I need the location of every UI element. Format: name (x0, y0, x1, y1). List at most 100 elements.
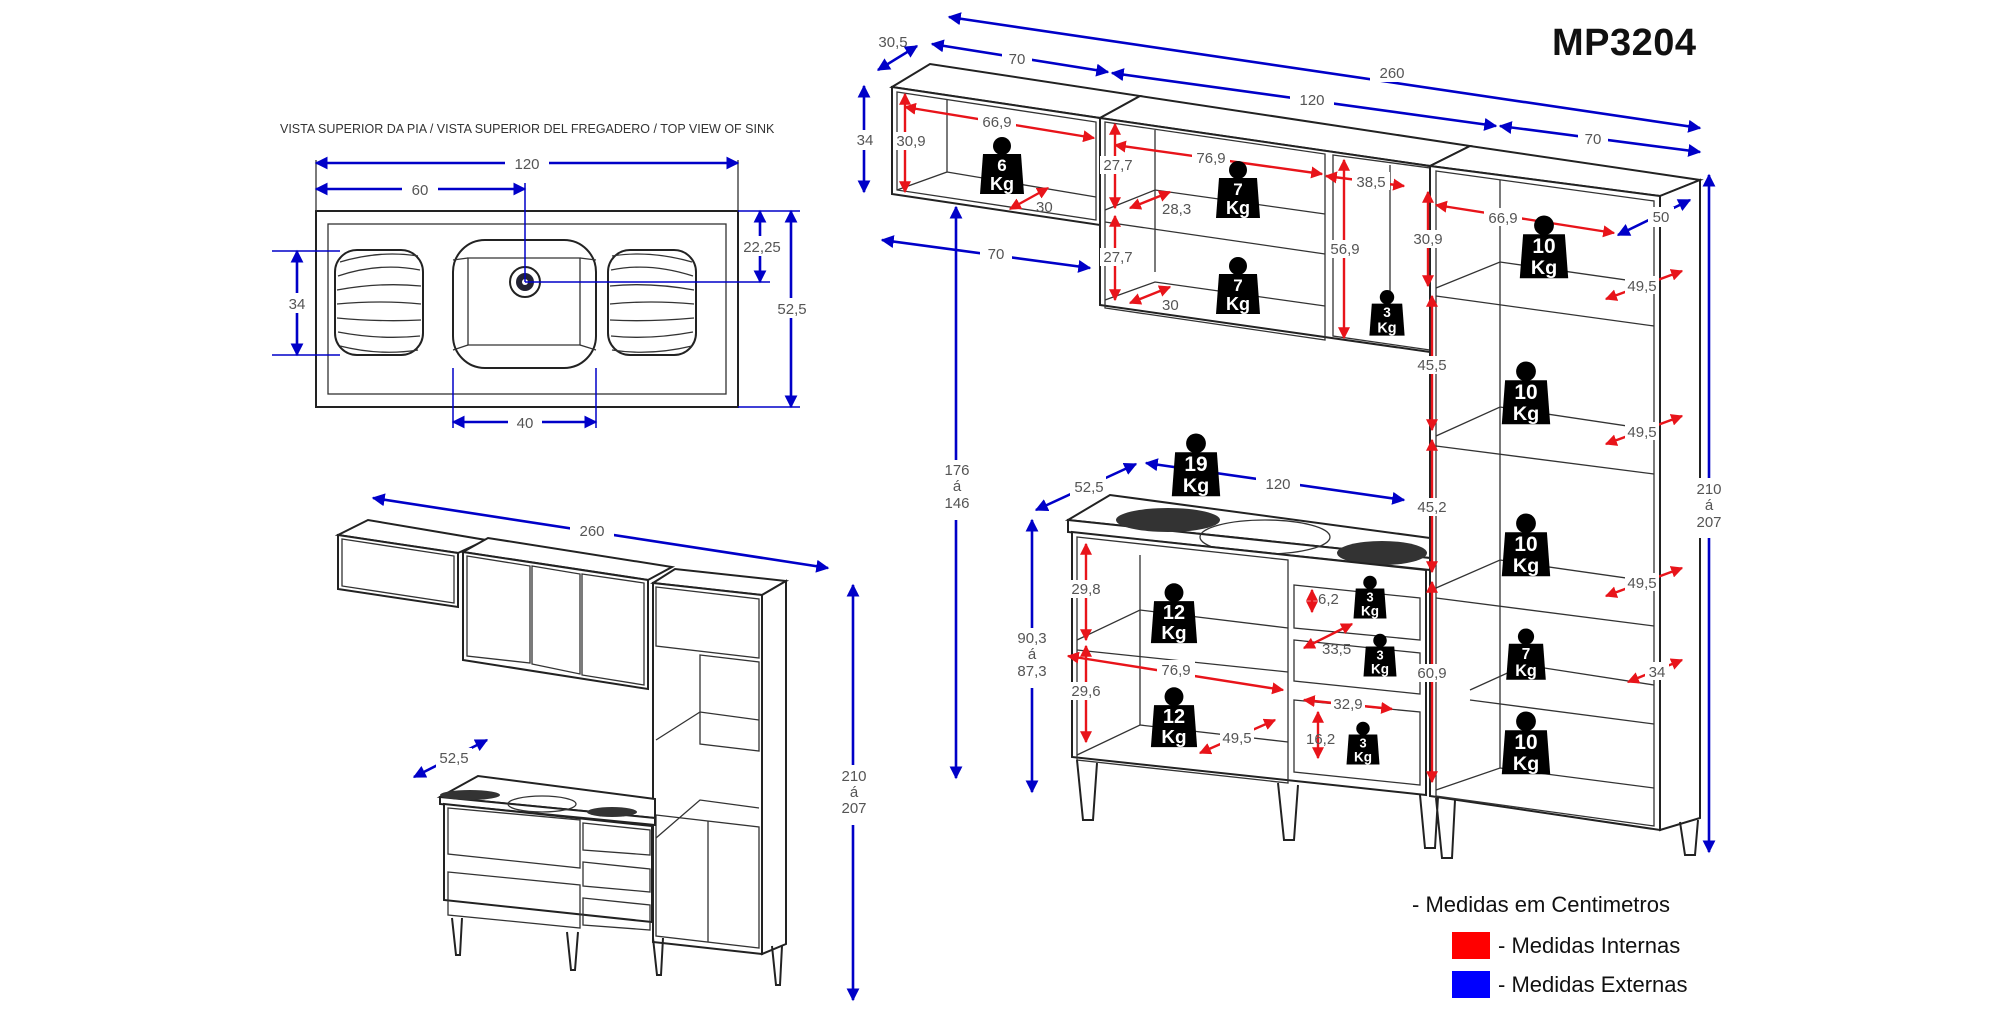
weight-unit: Kg (1531, 257, 1557, 279)
tw-depth-3-label: 49,5 (1627, 575, 1656, 592)
upper-left-bottom-width-label: 70 (988, 246, 1005, 263)
weight-unit: Kg (990, 174, 1014, 194)
weight-unit: Kg (1513, 403, 1539, 425)
um-depth-top-label: 28,3 (1162, 201, 1191, 218)
tw-height-4-label: 60,9 (1417, 665, 1446, 682)
base-height-label-3: 87,3 (1017, 663, 1046, 680)
weight-unit: Kg (1371, 662, 1389, 677)
weight-unit: Kg (1226, 198, 1250, 218)
um-depth-bottom-label: 30 (1162, 297, 1179, 314)
weight-value: 19 (1184, 453, 1207, 476)
weight-icon: 3Kg (1346, 721, 1380, 765)
tw-depth-2-label: 49,5 (1627, 424, 1656, 441)
legend-label-external: - Medidas Externas (1498, 971, 1688, 997)
sink-width-label-tech: 120 (1265, 476, 1290, 493)
total-width-label: 260 (1379, 65, 1404, 82)
sink-depth-label: 52,5 (777, 301, 806, 318)
tower-height-label-2: á (1705, 497, 1714, 514)
tower-height-label-1: 210 (1696, 481, 1721, 498)
weight-icon: 3Kg (1363, 633, 1397, 677)
um-right-height-label: 56,9 (1330, 241, 1359, 258)
drain-from-back-label: 22,25 (743, 239, 781, 256)
weight-icon: 7Kg (1506, 628, 1546, 680)
persp-height-label-3: 207 (841, 800, 866, 817)
legend-item-external: - Medidas Externas (1452, 971, 1688, 998)
legend-item-internal: - Medidas Internas (1452, 932, 1688, 959)
ul-height-label: 30,9 (896, 133, 925, 150)
sink-top-view-title: VISTA SUPERIOR DA PIA / VISTA SUPERIOR D… (280, 122, 775, 136)
ul-width-label: 66,9 (982, 114, 1011, 131)
sink-basin-width-label: 40 (517, 415, 534, 432)
legend-units-note: - Medidas em Centimetros (1412, 892, 1670, 917)
um-right-width-label: 38,5 (1356, 174, 1385, 191)
um-height-top-label: 27,7 (1103, 157, 1132, 174)
weight-icon: 3Kg (1353, 575, 1387, 619)
tower-height-label-3: 207 (1696, 514, 1721, 531)
tw-height-2-label: 45,5 (1417, 357, 1446, 374)
base-height-bottom-label: 29,6 (1071, 683, 1100, 700)
drawer-depth-label: 33,5 (1322, 641, 1351, 658)
weight-value: 6 (997, 156, 1006, 175)
weight-icon: 7Kg (1216, 257, 1260, 314)
weight-value: 12 (1163, 602, 1185, 624)
weight-value: 10 (1514, 381, 1537, 404)
ul-depth-label: 30 (1036, 199, 1053, 216)
upper-mid-width-label: 120 (1299, 92, 1324, 109)
tw-depth-1-label: 49,5 (1627, 278, 1656, 295)
drawer-height-top-label: 6,2 (1318, 591, 1339, 608)
weight-unit: Kg (1161, 727, 1186, 748)
base-height-label-2: á (1028, 646, 1037, 663)
persp-height-label-1: 210 (841, 768, 866, 785)
tw-width-label: 66,9 (1488, 210, 1517, 227)
weight-unit: Kg (1513, 555, 1539, 577)
sink-top-view: 120 60 40 34 22,25 52,5 (272, 153, 809, 432)
legend-swatch-internal (1452, 932, 1490, 959)
weight-unit: Kg (1513, 753, 1539, 775)
sink-drain-offset-label: 60 (412, 182, 429, 199)
legend: - Medidas em Centimetros - Medidas Inter… (1412, 892, 1688, 1010)
kitchen-technical-view: 260 30,5 70 120 70 34 70 176 á 146 52,5 … (854, 12, 1728, 859)
internal-dimensions: 66,9 30,9 30 76,9 27,7 27,7 28,3 30 38,5 (893, 92, 1684, 784)
right-drainer (607, 249, 697, 356)
weight-value: 3 (1366, 589, 1373, 604)
weight-value: 7 (1233, 180, 1242, 199)
tw-height-1-label: 30,9 (1413, 231, 1442, 248)
weight-icon: 7Kg (1216, 161, 1260, 218)
weight-value: 7 (1233, 276, 1242, 295)
drawer-height-bottom-label: 16,2 (1306, 731, 1335, 748)
sink-outline (315, 210, 739, 408)
persp-width-label: 260 (579, 523, 604, 540)
tower-depth-label: 50 (1653, 209, 1670, 226)
mount-height-label-1: 176 (944, 462, 969, 479)
weight-value: 10 (1514, 731, 1537, 754)
sink-inner-rim (327, 223, 727, 395)
weight-unit: Kg (1183, 475, 1209, 497)
tw-depth-4-label: 34 (1649, 664, 1666, 681)
base-height-label-1: 90,3 (1017, 630, 1046, 647)
upper-left-width-label: 70 (1009, 51, 1026, 68)
weight-value: 3 (1359, 735, 1366, 750)
drawer-width-bottom-label: 32,9 (1333, 696, 1362, 713)
drainer-depth-label: 34 (289, 296, 306, 313)
weight-value: 10 (1532, 235, 1555, 258)
sink-width-label: 120 (514, 156, 539, 173)
weight-value: 10 (1514, 533, 1537, 556)
um-height-bottom-label: 27,7 (1103, 249, 1132, 266)
weight-value: 3 (1383, 305, 1391, 320)
weight-unit: Kg (1354, 750, 1372, 765)
weight-icon: 3Kg (1369, 290, 1405, 336)
left-drainer (334, 249, 424, 356)
weight-unit: Kg (1226, 294, 1250, 314)
tw-height-3-label: 45,2 (1417, 499, 1446, 516)
sink-basin (452, 239, 597, 369)
mount-height-label-2: á (953, 478, 962, 495)
weight-value: 3 (1376, 647, 1383, 662)
weight-value: 7 (1522, 646, 1531, 663)
weight-icon: 6Kg (980, 137, 1024, 194)
